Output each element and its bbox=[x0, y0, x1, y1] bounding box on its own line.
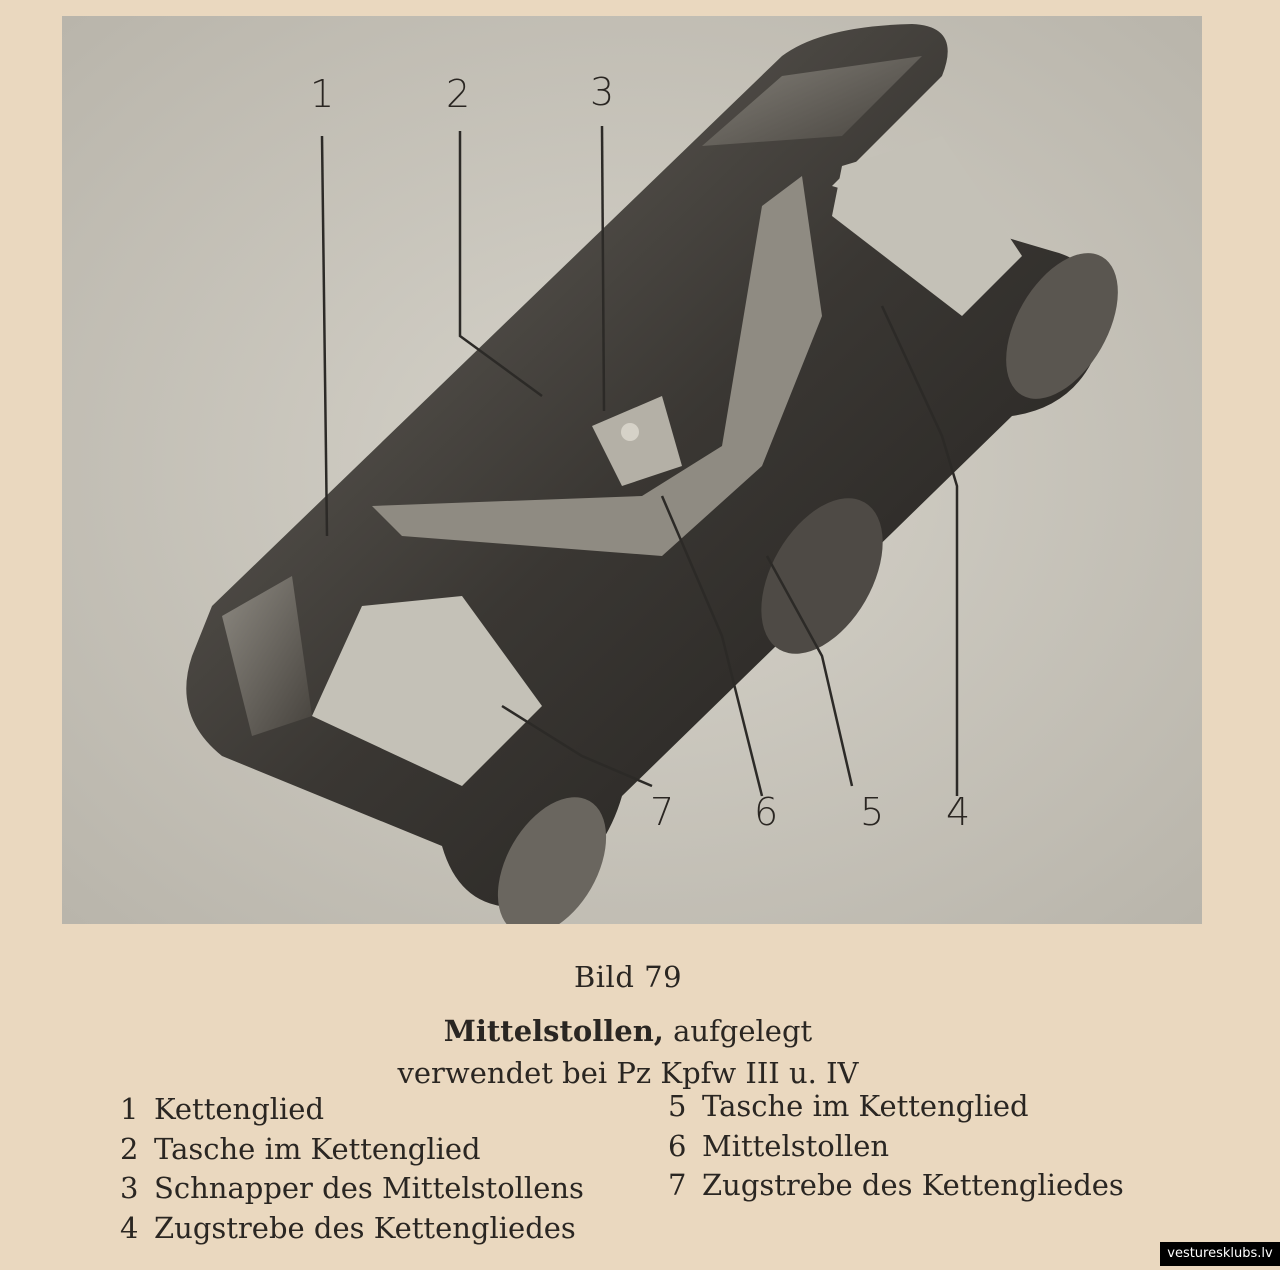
callout-number: 7 bbox=[650, 790, 675, 834]
legend-left: 1 Kettenglied 2 Tasche im Kettenglied 3 Sch… bbox=[120, 1090, 584, 1248]
legend-number: 2 bbox=[120, 1131, 139, 1166]
watermark: vesturesklubs.lv bbox=[1160, 1242, 1280, 1266]
legend-text: Zugstrebe des Kettengliedes bbox=[702, 1168, 1124, 1202]
legend-number: 3 bbox=[120, 1171, 139, 1205]
legend-item: 2 Tasche im Kettenglied bbox=[120, 1130, 584, 1170]
legend-number: 6 bbox=[668, 1128, 687, 1163]
legend-text: Tasche im Kettenglied bbox=[154, 1131, 481, 1166]
callout-number: 3 bbox=[590, 70, 615, 114]
callout-number: 5 bbox=[860, 790, 885, 834]
legend-number: 7 bbox=[668, 1168, 687, 1202]
legend-item: 5 Tasche im Kettenglied bbox=[668, 1087, 1124, 1127]
legend-item: 3 Schnapper des Mittelstollens bbox=[120, 1169, 584, 1209]
legend-number: 1 bbox=[120, 1092, 139, 1126]
legend-text: Zugstrebe des Kettengliedes bbox=[154, 1210, 576, 1245]
track-link-shape bbox=[186, 24, 1118, 924]
subtitle-line2: verwendet bei Pz Kpfw III u. IV bbox=[397, 1056, 859, 1090]
legend-item: 4 Zugstrebe des Kettengliedes bbox=[120, 1209, 584, 1249]
legend-number: 5 bbox=[668, 1089, 687, 1123]
legend-item: 7 Zugstrebe des Kettengliedes bbox=[668, 1166, 1124, 1206]
legend-text: Tasche im Kettenglied bbox=[702, 1089, 1029, 1123]
legend-text: Schnapper des Mittelstollens bbox=[154, 1171, 584, 1205]
figure-title: Bild 79 bbox=[573, 960, 683, 994]
legend-item: 6 Mittelstollen bbox=[668, 1127, 1124, 1167]
figure-subtitle: Mittelstollen, aufgelegt verwendet bei P… bbox=[0, 1010, 1256, 1094]
subtitle-rest: aufgelegt bbox=[663, 1014, 813, 1048]
legend-text: Kettenglied bbox=[154, 1092, 325, 1126]
callout-lines bbox=[320, 125, 959, 797]
callout-number: 6 bbox=[754, 790, 779, 834]
subtitle-bold: Mittelstollen, bbox=[443, 1014, 664, 1048]
legend-text: Mittelstollen bbox=[702, 1128, 890, 1163]
callout-number: 2 bbox=[446, 72, 471, 116]
legend-item: 1 Kettenglied bbox=[120, 1090, 584, 1130]
callout-number: 4 bbox=[946, 790, 971, 834]
track-link-illustration bbox=[62, 16, 1202, 924]
callout-number: 1 bbox=[310, 72, 335, 116]
track-link-photo: 1 2 3 7 6 5 4 bbox=[62, 16, 1202, 924]
legend-number: 4 bbox=[120, 1210, 139, 1245]
